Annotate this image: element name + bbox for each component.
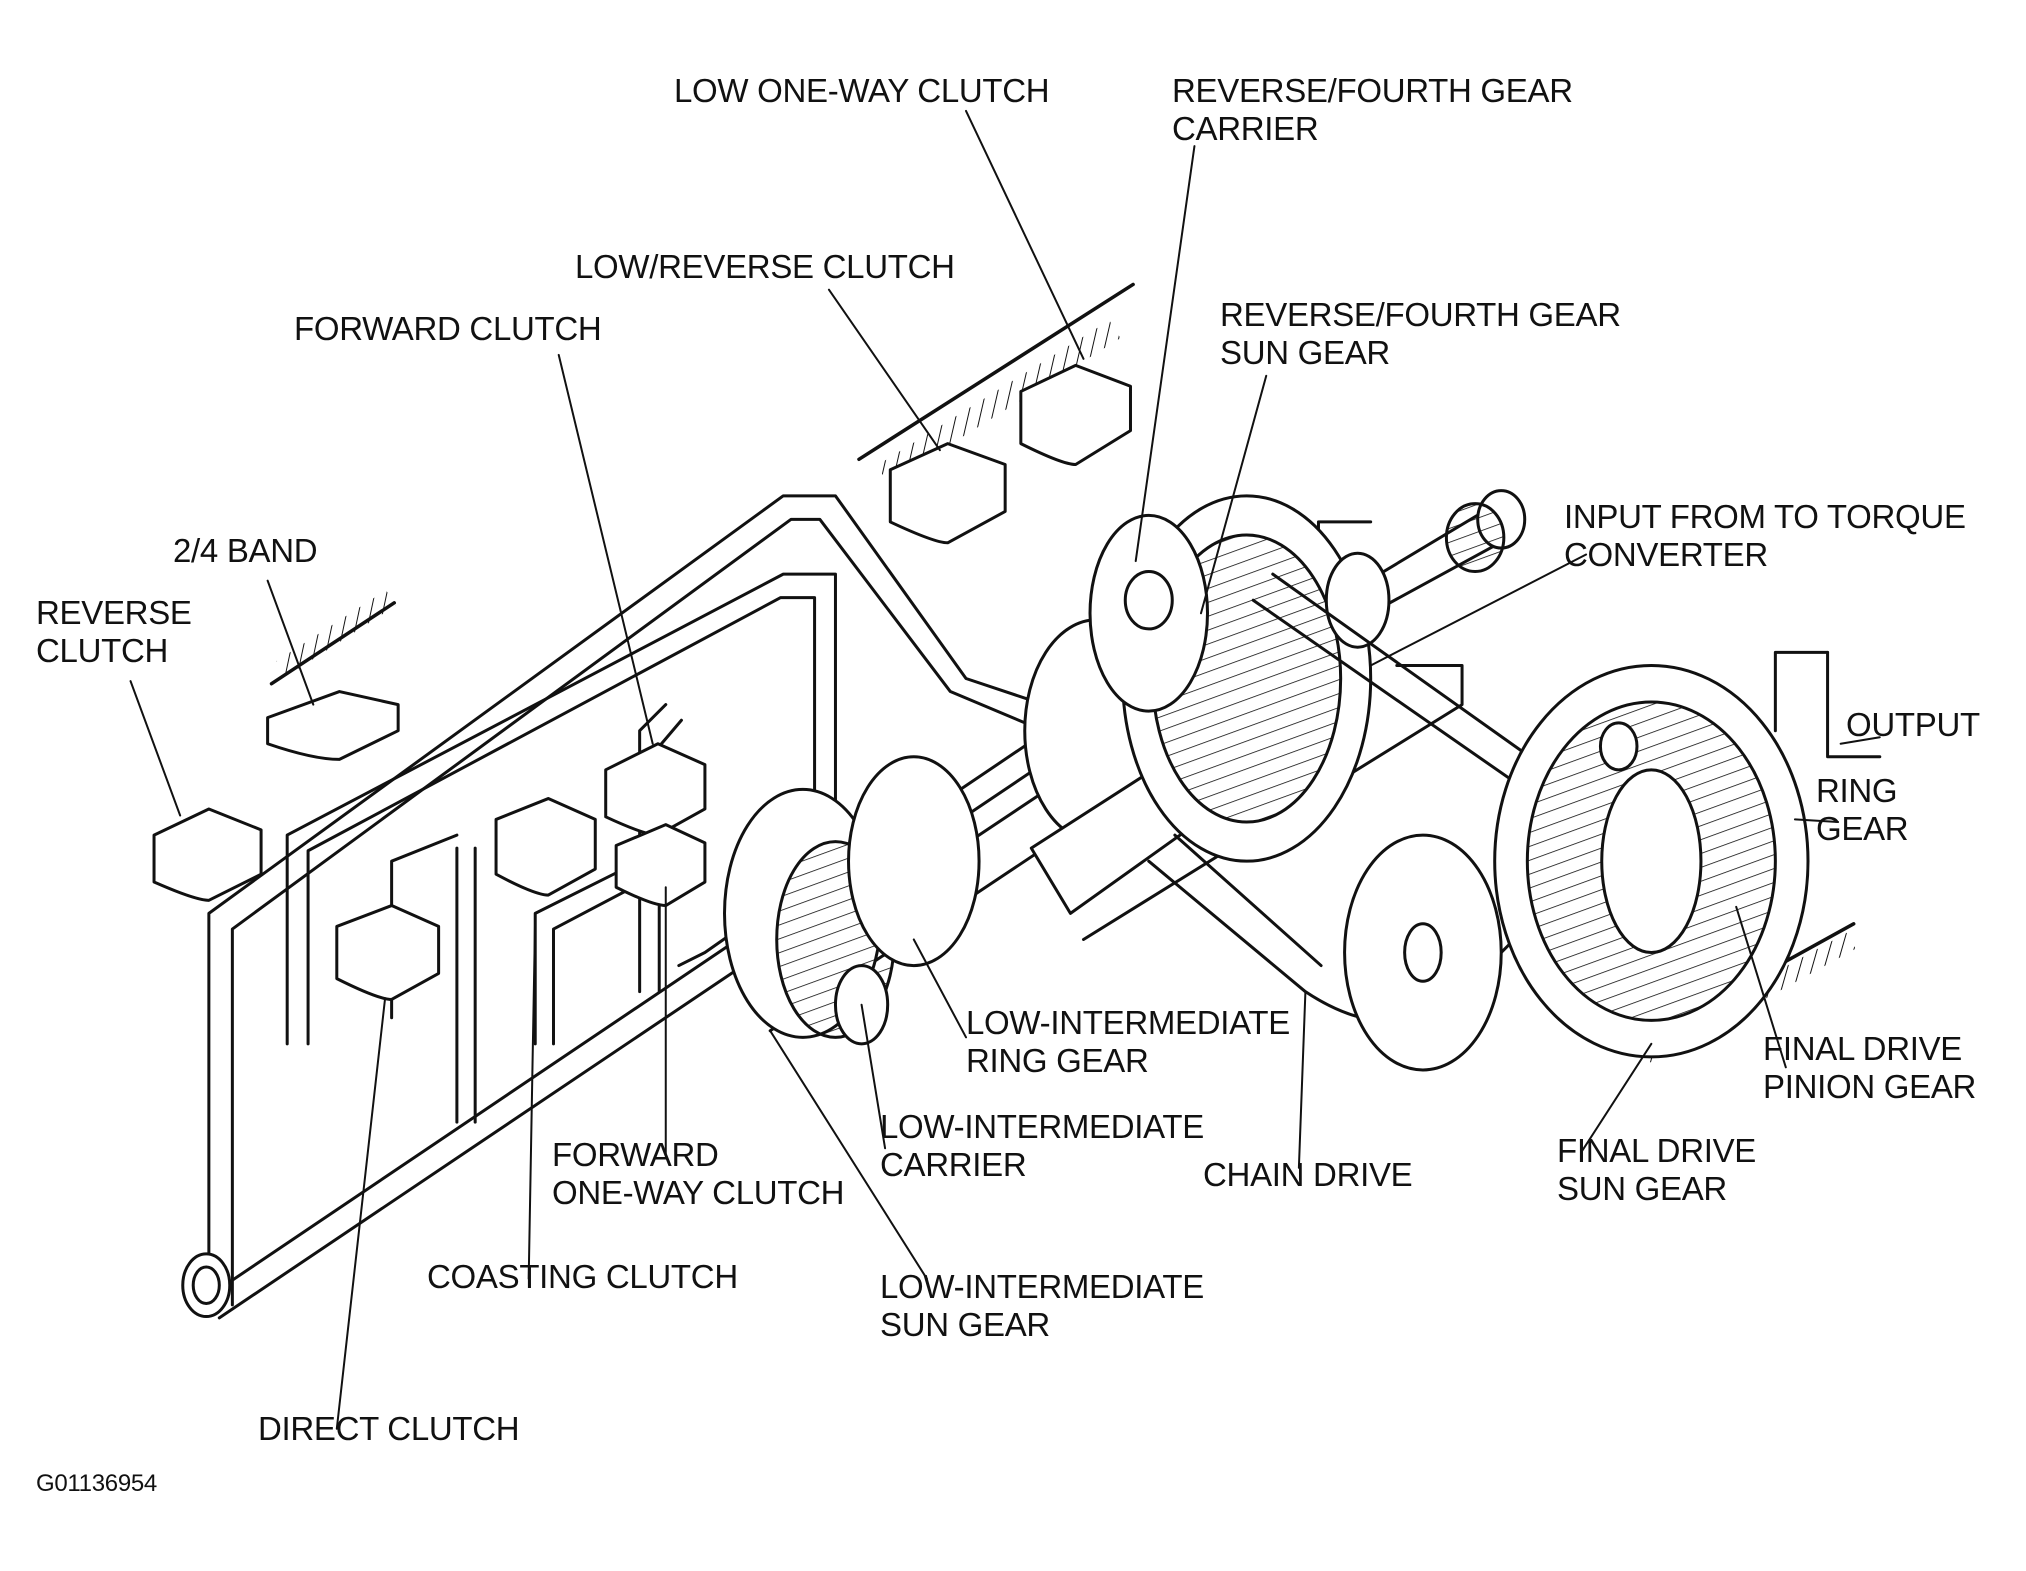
label-low-intermediate-carrier: LOW-INTERMEDIATE CARRIER bbox=[880, 1108, 1204, 1183]
label-forward-one-way-clutch: FORWARD ONE-WAY CLUTCH bbox=[552, 1136, 845, 1211]
label-reverse-fourth-gear-sun-gear: REVERSE/FOURTH GEAR SUN GEAR bbox=[1220, 296, 1621, 371]
leader-lines bbox=[131, 111, 1880, 1429]
label-reverse-fourth-gear-carrier: REVERSE/FOURTH GEAR CARRIER bbox=[1172, 72, 1573, 147]
label-low-one-way-clutch: LOW ONE-WAY CLUTCH bbox=[674, 72, 1050, 109]
label-low-reverse-clutch: LOW/REVERSE CLUTCH bbox=[575, 248, 955, 285]
label-chain-drive: CHAIN DRIVE bbox=[1203, 1156, 1413, 1193]
label-forward-clutch: FORWARD CLUTCH bbox=[294, 310, 602, 347]
label-2-4-band: 2/4 BAND bbox=[173, 532, 318, 569]
label-reverse-clutch: REVERSE CLUTCH bbox=[36, 594, 192, 669]
clutch-packs bbox=[154, 365, 1130, 999]
label-final-drive-pinion-gear: FINAL DRIVE PINION GEAR bbox=[1763, 1030, 1977, 1105]
gear-train bbox=[725, 491, 1525, 1044]
figure-id: G01136954 bbox=[36, 1470, 157, 1497]
label-ring-gear: RING GEAR bbox=[1816, 772, 1909, 847]
pipe-end bbox=[183, 1254, 230, 1317]
label-output: OUTPUT bbox=[1846, 706, 1980, 743]
final-drive bbox=[1495, 665, 1808, 1056]
label-input-from-torque-converter: INPUT FROM TO TORQUE CONVERTER bbox=[1564, 498, 1966, 573]
label-direct-clutch: DIRECT CLUTCH bbox=[258, 1410, 520, 1447]
label-coasting-clutch: COASTING CLUTCH bbox=[427, 1258, 738, 1295]
label-low-intermediate-sun-gear: LOW-INTERMEDIATE SUN GEAR bbox=[880, 1268, 1204, 1343]
label-low-intermediate-ring-gear: LOW-INTERMEDIATE RING GEAR bbox=[966, 1004, 1290, 1079]
label-final-drive-sun-gear: FINAL DRIVE SUN GEAR bbox=[1557, 1132, 1757, 1207]
